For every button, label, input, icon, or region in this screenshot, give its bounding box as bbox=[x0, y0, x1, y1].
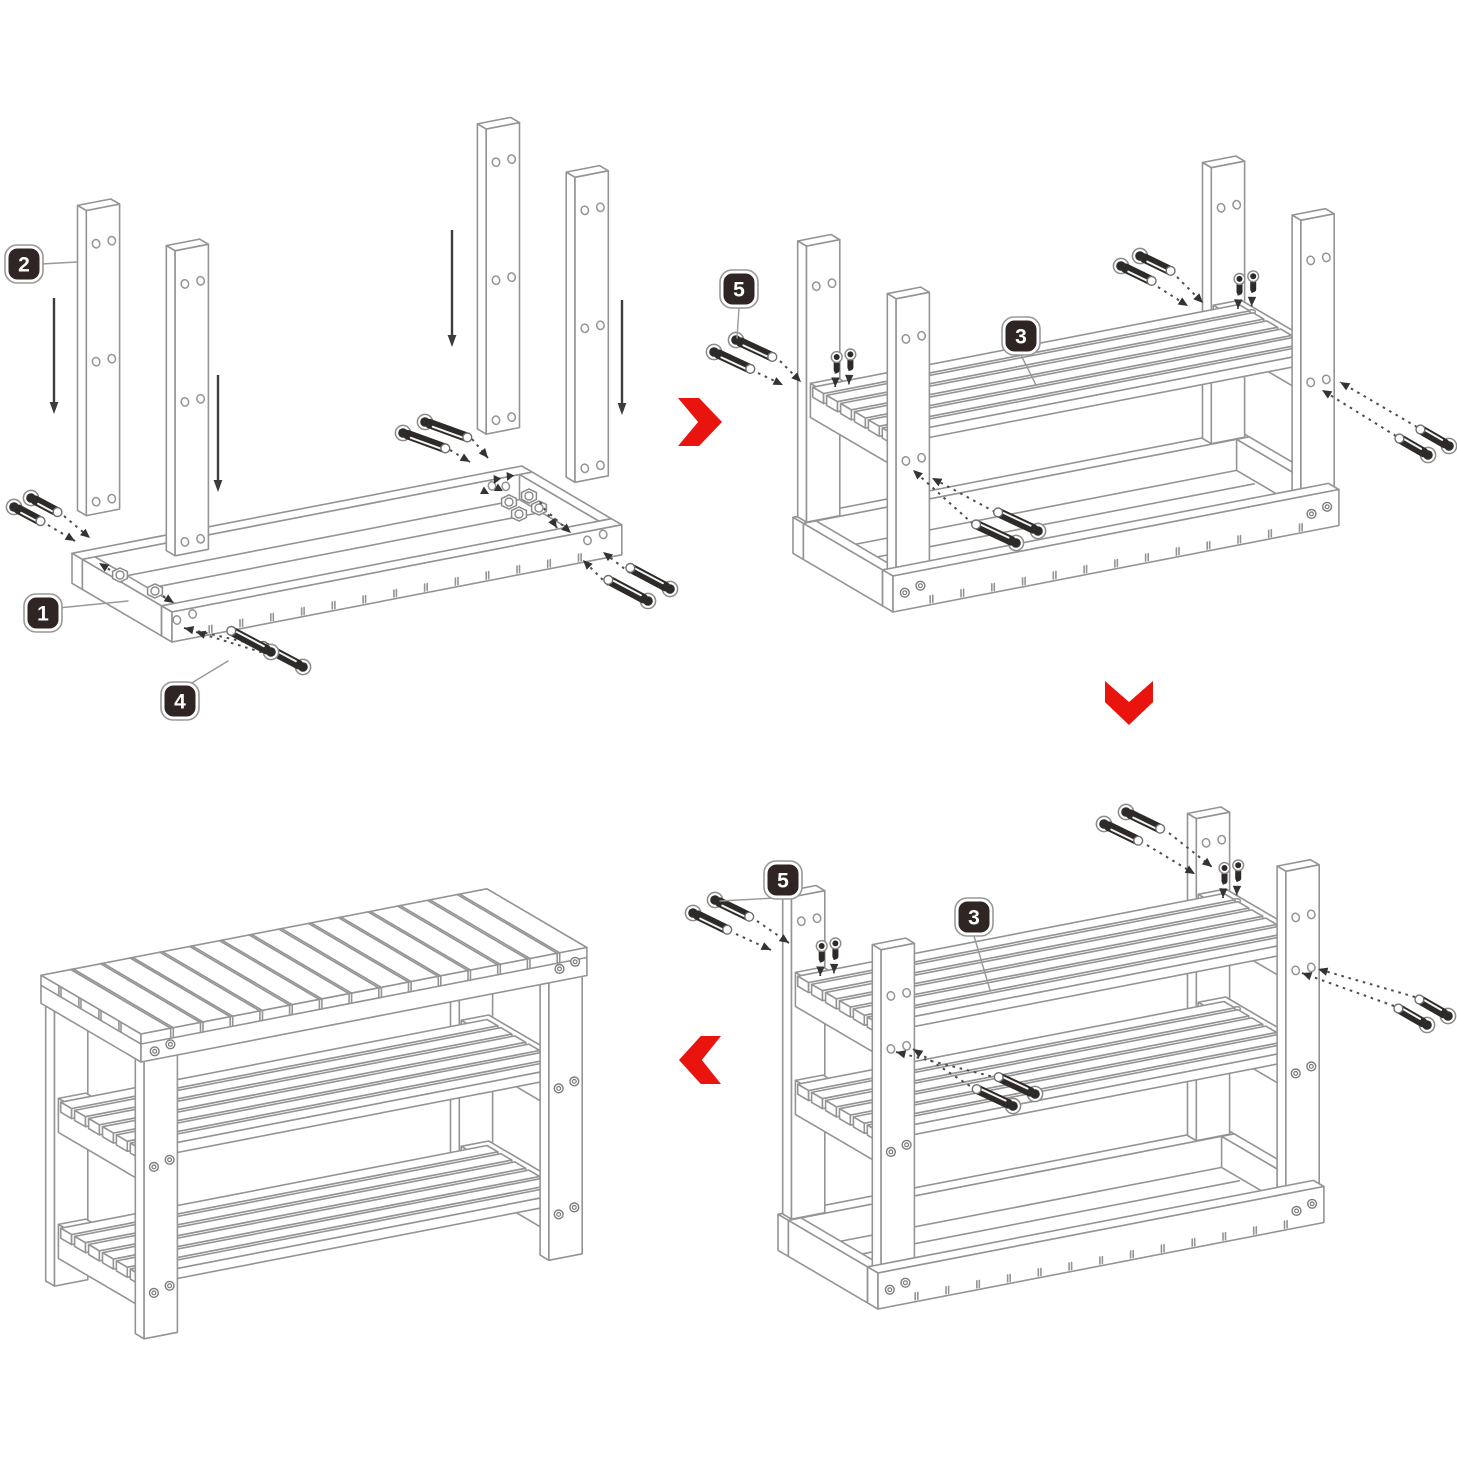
bolt-pair-d bbox=[582, 551, 679, 610]
badge-number: 5 bbox=[733, 279, 745, 302]
flow-arrow-down-icon bbox=[1105, 681, 1153, 725]
part-badge-2: 2 bbox=[4, 244, 44, 284]
bolt-pair-g bbox=[912, 469, 1047, 552]
bolt-pair-h bbox=[1321, 381, 1457, 464]
bolt-pair-i bbox=[684, 891, 790, 951]
vertical-screws-left bbox=[830, 348, 857, 388]
panel-step-2: 53 bbox=[705, 155, 1457, 613]
bolt-pair-f bbox=[1112, 247, 1204, 307]
insertion-arrows bbox=[49, 230, 627, 492]
installed-screws bbox=[148, 956, 581, 1299]
bolt-pair-e bbox=[705, 331, 802, 386]
flow-arrow-right-icon bbox=[678, 398, 722, 446]
badge-number: 5 bbox=[777, 870, 789, 893]
bolt-pair-c bbox=[394, 413, 515, 484]
bolt-pair-b bbox=[183, 625, 312, 676]
badge-number: 3 bbox=[968, 907, 980, 930]
flow-arrow-left-icon bbox=[679, 1036, 721, 1084]
side-panels bbox=[76, 116, 610, 557]
panel-step-1: 2 1 4 bbox=[4, 116, 679, 721]
part-badge-5: 5 bbox=[763, 860, 803, 900]
panel-final-bench bbox=[40, 887, 588, 1340]
bench-upside-down bbox=[792, 155, 1340, 613]
badge-number: 3 bbox=[1015, 326, 1027, 349]
part-badge-4: 4 bbox=[160, 681, 200, 721]
part-badge-3: 3 bbox=[954, 897, 994, 937]
bolt-pair-l bbox=[1301, 967, 1457, 1034]
part-badge-1: 1 bbox=[23, 593, 63, 633]
badge-number: 2 bbox=[18, 254, 30, 277]
badge-number: 4 bbox=[174, 691, 186, 714]
hex-nuts bbox=[98, 488, 572, 604]
bench-upside-down-two-shelves bbox=[777, 806, 1325, 1310]
bolt-pair-j bbox=[1095, 803, 1213, 875]
vertical-screws-right bbox=[1218, 859, 1245, 899]
part-badge-5: 5 bbox=[719, 269, 759, 309]
base-frame bbox=[71, 465, 623, 643]
part-badge-3: 3 bbox=[1001, 316, 1041, 356]
panel-step-3: 53 bbox=[684, 803, 1457, 1310]
vertical-screws-right bbox=[1233, 270, 1260, 309]
bolt-pair-k bbox=[895, 1048, 1044, 1115]
badge-number: 1 bbox=[37, 603, 49, 626]
vertical-screws-left bbox=[815, 937, 842, 977]
bolt-pair-a bbox=[5, 489, 91, 542]
